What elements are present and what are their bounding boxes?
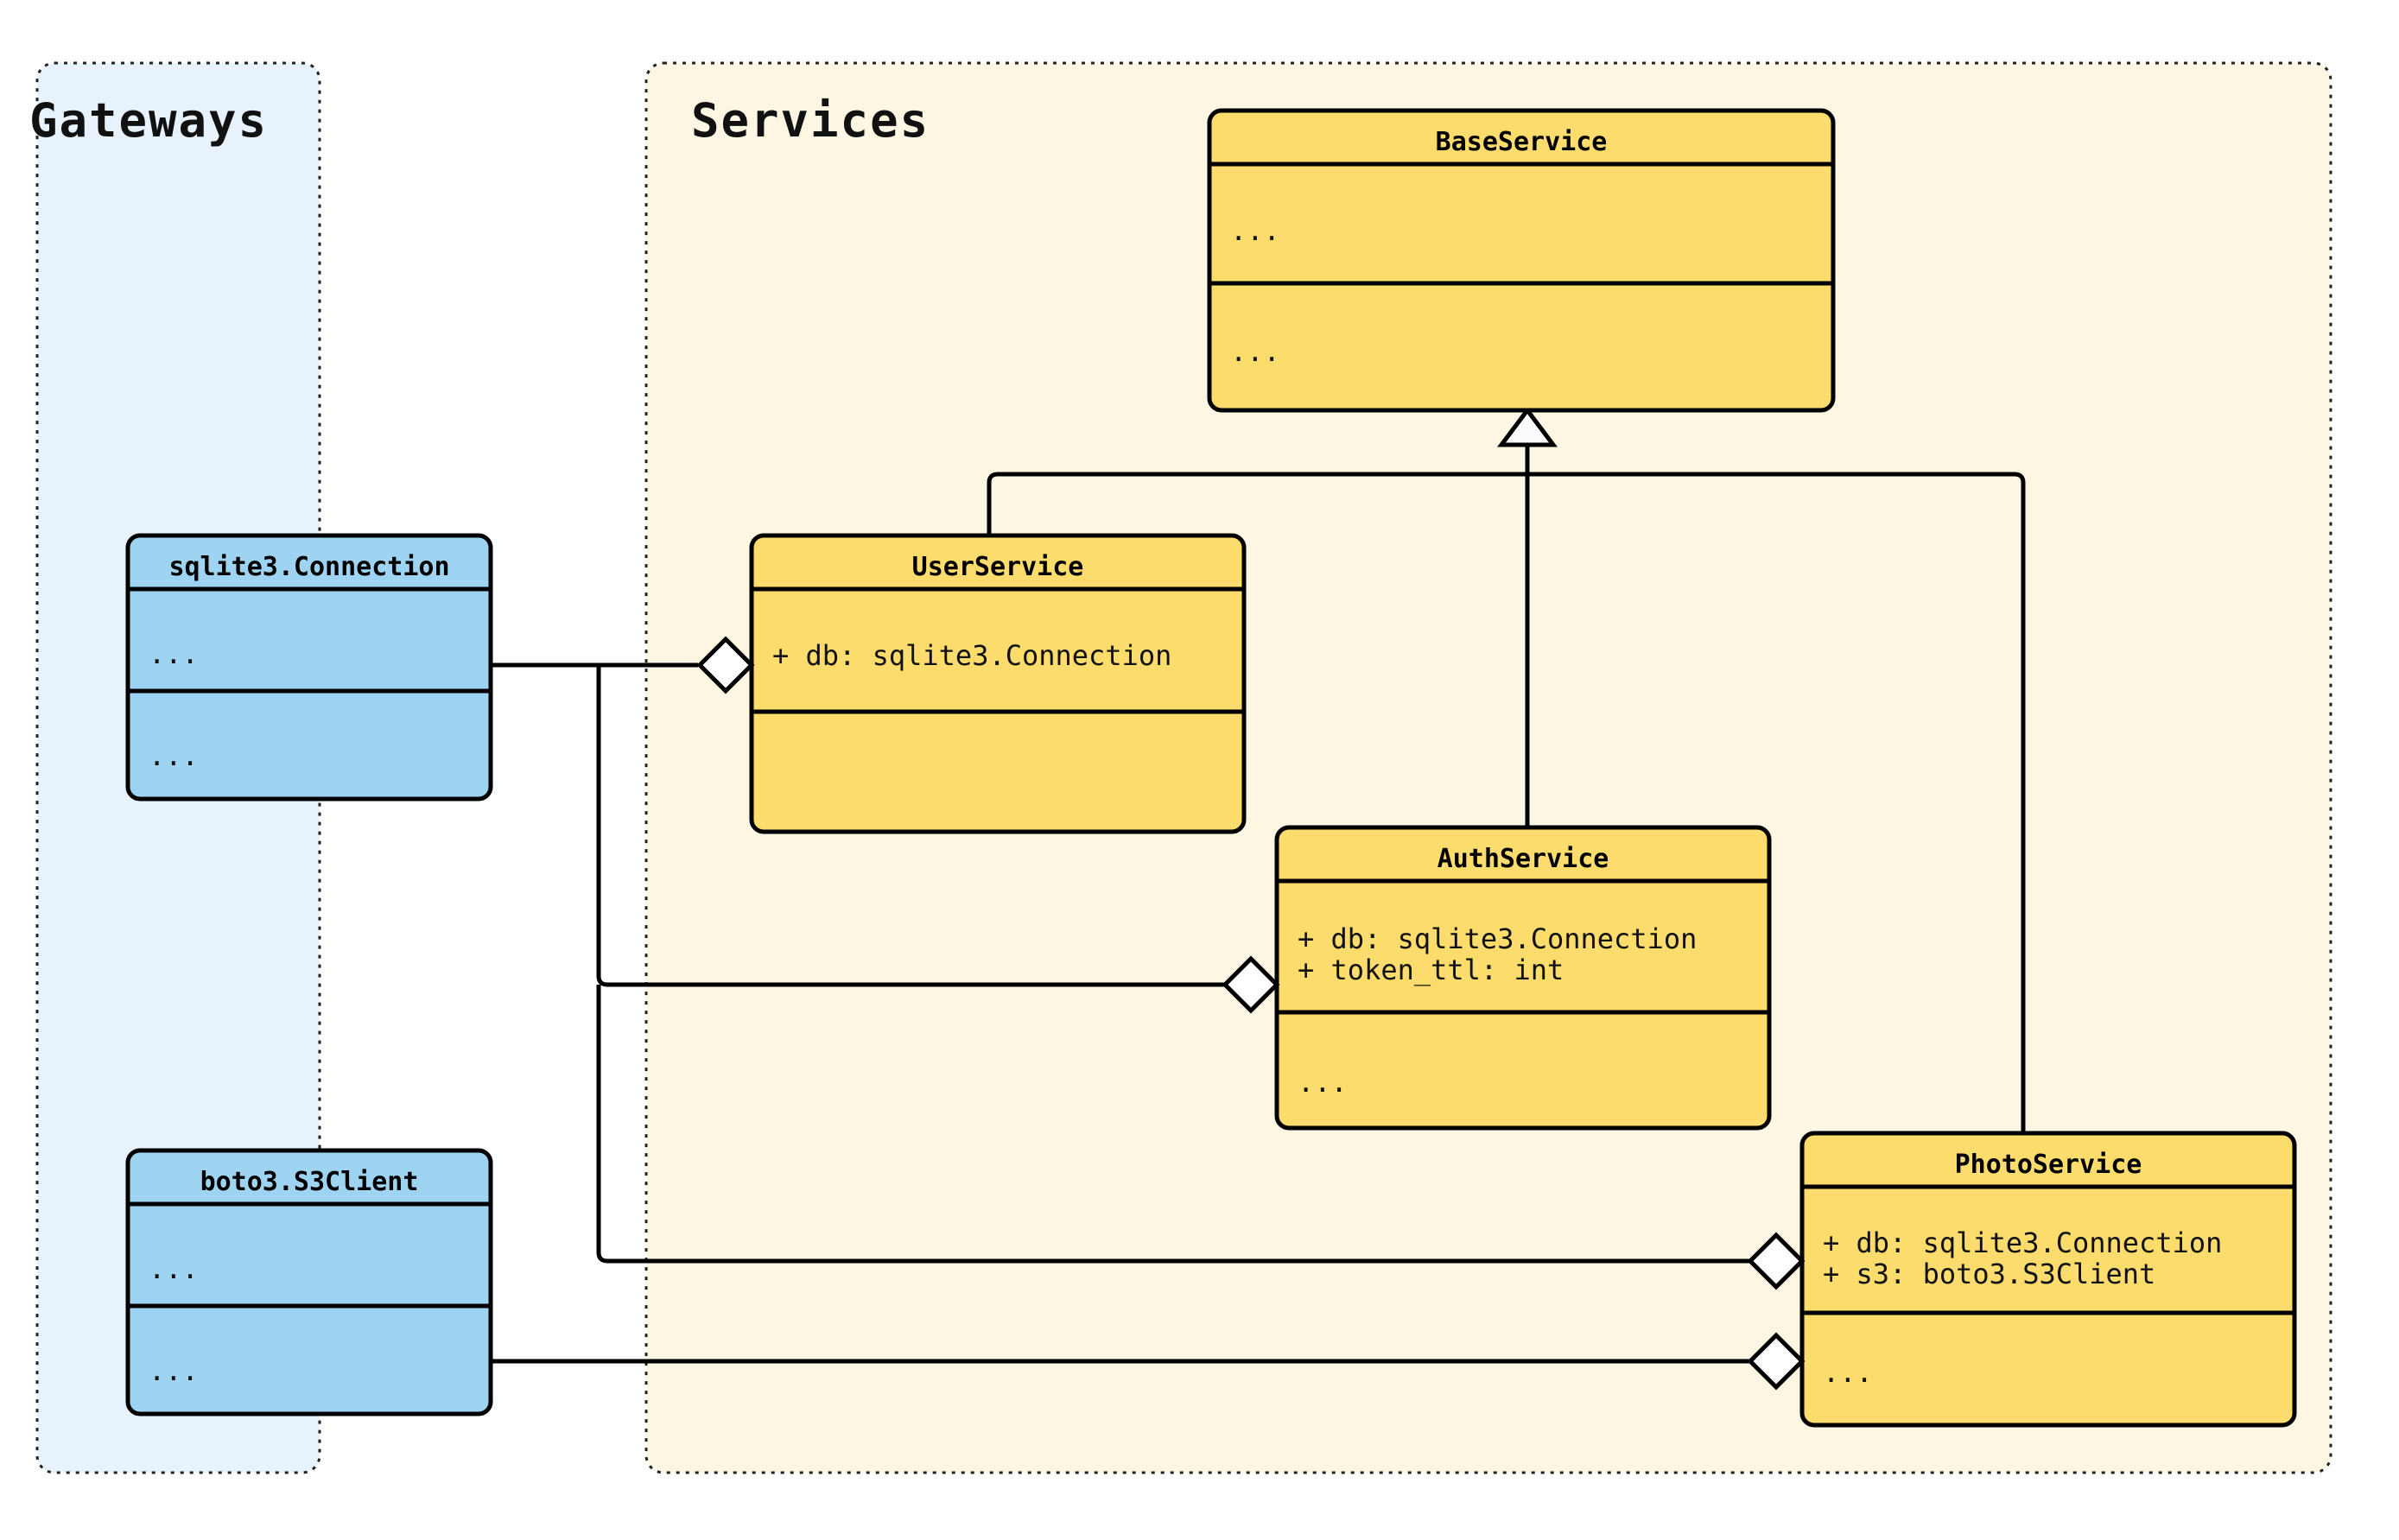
aggregation-sqlite3-routing <box>491 662 1750 1264</box>
package-gateways-title: Gateways <box>29 93 268 148</box>
aggregation-trunk-drop <box>596 665 1225 987</box>
class-authservice[interactable]: AuthService + db: sqlite3.Connection + t… <box>1274 825 1772 1131</box>
class-authservice-frame <box>1274 825 1772 1131</box>
class-authservice-title: AuthService <box>1437 844 1609 874</box>
class-baseservice-attribute: ... <box>1230 214 1280 247</box>
class-sqlite3-connection-title: sqlite3.Connection <box>168 552 449 582</box>
class-photoservice-method: ... <box>1823 1356 1873 1389</box>
class-boto3-s3client[interactable]: boto3.S3Client ... ... <box>125 1148 493 1416</box>
aggregation-edge-photo-db <box>596 985 1750 1264</box>
generalization-branch-userservice <box>987 472 999 536</box>
aggregation-diamond-photo-db-icon <box>1747 1232 1806 1290</box>
class-userservice-attribute: + db: sqlite3.Connection <box>772 639 1171 672</box>
aggregation-diamond-auth-db-icon <box>1222 955 1280 1014</box>
class-baseservice-title: BaseService <box>1436 127 1608 157</box>
package-services[interactable]: Services <box>644 61 2332 1474</box>
class-photoservice-attribute-1: + s3: boto3.S3Client <box>1823 1258 2155 1290</box>
generalization-arrowhead-icon <box>1497 406 1558 447</box>
aggregation-diamond-photo-s3-icon <box>1747 1332 1806 1391</box>
class-userservice-frame <box>749 533 1247 834</box>
class-photoservice-title: PhotoService <box>1955 1150 2142 1180</box>
class-photoservice-frame <box>1799 1131 2297 1428</box>
class-authservice-method: ... <box>1298 1066 1348 1099</box>
class-baseservice-frame <box>1207 108 1836 413</box>
aggregation-diamonds <box>696 636 1806 1391</box>
package-services-title: Services <box>691 93 930 148</box>
aggregation-diamond-user-db-icon <box>696 636 755 694</box>
class-authservice-attribute-0: + db: sqlite3.Connection <box>1298 922 1697 955</box>
package-services-frame <box>644 61 2332 1474</box>
class-boto3-s3client-title: boto3.S3Client <box>200 1167 419 1197</box>
generalization-tree <box>987 406 2026 1133</box>
class-boto3-s3client-method: ... <box>149 1354 199 1387</box>
class-authservice-attribute-1: + token_ttl: int <box>1298 954 1564 986</box>
class-sqlite3-connection[interactable]: sqlite3.Connection ... ... <box>125 533 493 802</box>
class-boto3-s3client-attribute: ... <box>149 1252 199 1285</box>
class-boto3-s3client-frame <box>125 1148 493 1416</box>
generalization-branch-photoservice <box>2014 472 2026 1133</box>
class-photoservice-attribute-0: + db: sqlite3.Connection <box>1823 1226 2222 1259</box>
class-sqlite3-connection-attribute: ... <box>149 637 199 670</box>
class-baseservice-method: ... <box>1230 335 1280 368</box>
class-userservice-title: UserService <box>912 552 1084 582</box>
class-sqlite3-connection-method: ... <box>149 739 199 772</box>
class-photoservice[interactable]: PhotoService + db: sqlite3.Connection + … <box>1799 1131 2297 1428</box>
class-baseservice[interactable]: BaseService ... ... <box>1207 108 1836 413</box>
class-sqlite3-connection-frame <box>125 533 493 802</box>
class-userservice[interactable]: UserService + db: sqlite3.Connection <box>749 533 1247 834</box>
